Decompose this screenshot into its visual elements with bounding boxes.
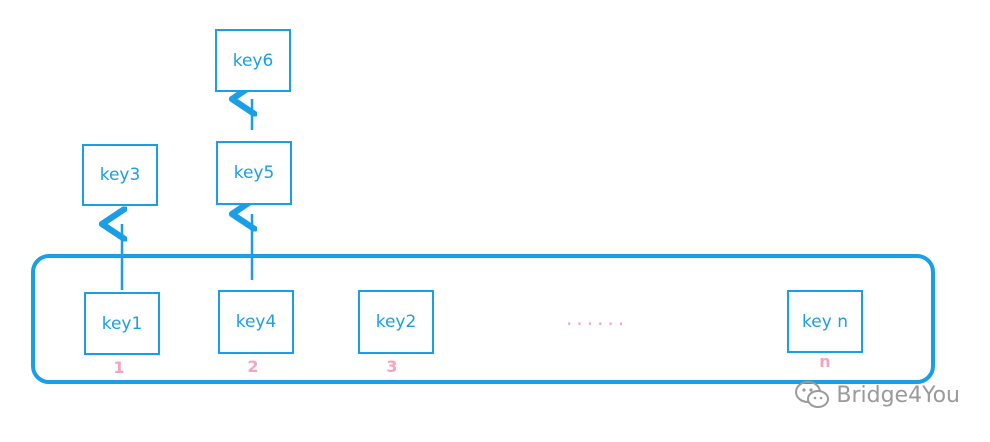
bucket-key-3-label: key2 [375, 312, 417, 332]
bucket-key-1: key1 [84, 292, 160, 355]
bucket-index-1: 1 [113, 358, 125, 377]
watermark: Bridge4You [794, 380, 960, 410]
chain-key-3: key3 [82, 144, 158, 206]
bucket-index-n: n [819, 352, 831, 371]
bucket-index-2: 2 [247, 357, 259, 376]
bucket-array-outline [31, 254, 935, 384]
bucket-index-3: 3 [386, 357, 398, 376]
bucket-key-n: key n [787, 290, 863, 353]
bucket-key-n-label: key n [802, 311, 848, 332]
watermark-text: Bridge4You [836, 382, 960, 408]
bucket-key-3: key2 [358, 290, 434, 354]
chain-key-3-label: key3 [99, 165, 141, 185]
wechat-icon [795, 381, 830, 408]
bucket-key-1-label: key1 [101, 313, 143, 334]
bucket-key-2: key4 [218, 290, 294, 354]
chain-key-6: key6 [215, 29, 291, 92]
bucket-key-2-label: key4 [235, 312, 277, 332]
chain-key-6-label: key6 [232, 50, 274, 71]
chain-key-5-label: key5 [233, 163, 275, 183]
chain-key-5: key5 [216, 141, 292, 205]
ellipsis: ...... [566, 306, 629, 330]
